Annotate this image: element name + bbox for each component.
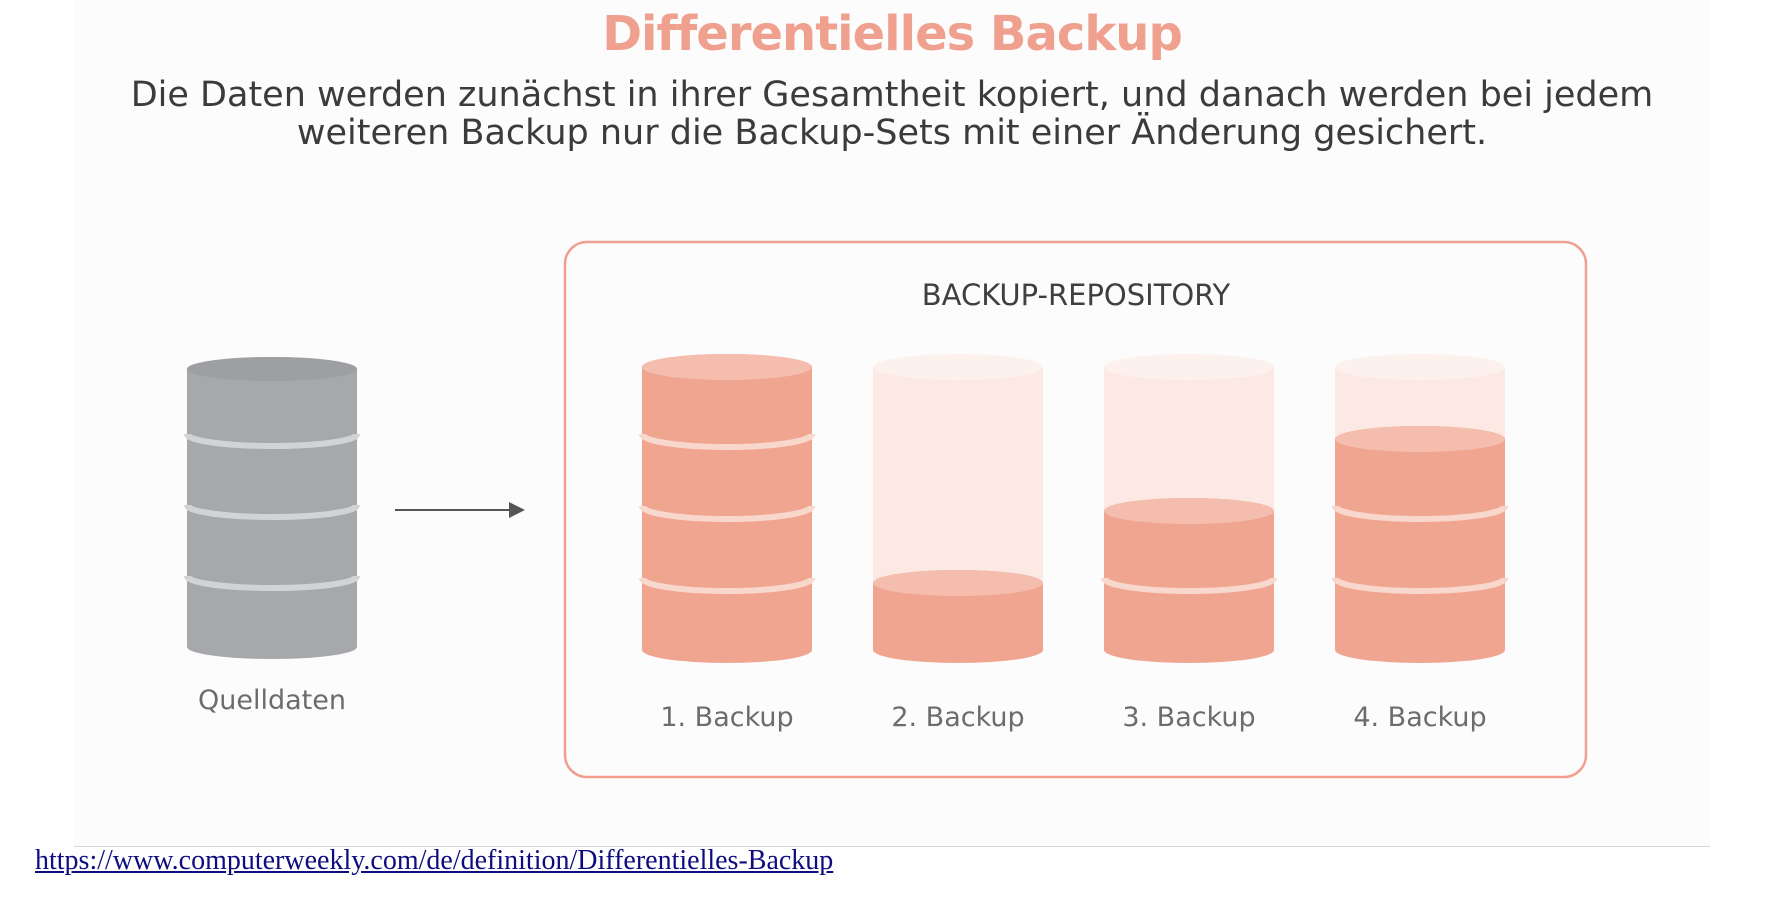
source-disk-3 bbox=[187, 511, 357, 588]
backup-4-separator-2 bbox=[1332, 577, 1508, 594]
backup-1-disk-1 bbox=[642, 583, 812, 663]
source-disk-separator-2 bbox=[184, 503, 360, 520]
backup-2-icon bbox=[873, 354, 1043, 663]
backup-3-empty-space bbox=[1104, 367, 1274, 511]
backup-1-icon bbox=[639, 354, 815, 663]
backup-1-separator-1 bbox=[639, 433, 815, 450]
divider bbox=[74, 846, 1710, 847]
backup-4-disk-1 bbox=[1335, 583, 1505, 663]
source-disk-separator-3 bbox=[184, 574, 360, 591]
backup-1-disk-4 bbox=[642, 367, 812, 447]
backup-1-separator-2 bbox=[639, 505, 815, 522]
backup-3-label: 3. Backup bbox=[1122, 702, 1255, 733]
backup-4-label: 4. Backup bbox=[1353, 702, 1486, 733]
source-disk-1 bbox=[187, 369, 357, 446]
page-subtitle: Die Daten werden zunächst in ihrer Gesam… bbox=[74, 76, 1710, 152]
source-label: Quelldaten bbox=[198, 685, 346, 716]
backup-1-cap bbox=[642, 354, 812, 380]
backup-1-disk-2 bbox=[642, 511, 812, 591]
backup-3-empty-cap bbox=[1104, 354, 1274, 380]
backup-1-disk-3 bbox=[642, 439, 812, 519]
backup-4-cap bbox=[1335, 426, 1505, 452]
source-disk-separator-1 bbox=[184, 432, 360, 449]
backup-2-empty-space bbox=[873, 367, 1043, 583]
backup-4-icon bbox=[1332, 354, 1508, 663]
repository-label: BACKUP-REPOSITORY bbox=[922, 278, 1231, 312]
backup-4-disk-2 bbox=[1335, 511, 1505, 591]
backup-3-disk-1 bbox=[1104, 583, 1274, 663]
source-disk-2 bbox=[187, 440, 357, 517]
backup-2-empty-cap bbox=[873, 354, 1043, 380]
source-disk-4 bbox=[187, 582, 357, 659]
backup-cylinders: 1. Backup 2. Backup 3. Backup 4. Backup bbox=[639, 354, 1508, 733]
backup-1-label: 1. Backup bbox=[660, 702, 793, 733]
backup-2-disk-1 bbox=[873, 583, 1043, 663]
backup-repository-box bbox=[563, 240, 1588, 779]
source-url-link[interactable]: https://www.computerweekly.com/de/defini… bbox=[35, 845, 834, 876]
backup-4-empty-space bbox=[1335, 367, 1505, 439]
source-disk-cap bbox=[187, 357, 357, 381]
backup-1-separator-3 bbox=[639, 577, 815, 594]
backup-2-label: 2. Backup bbox=[891, 702, 1024, 733]
backup-4-disk-3 bbox=[1335, 439, 1505, 519]
backup-4-separator-1 bbox=[1332, 505, 1508, 522]
backup-3-separator-1 bbox=[1101, 577, 1277, 594]
backup-3-cap bbox=[1104, 498, 1274, 524]
source-database-icon bbox=[184, 357, 360, 659]
subtitle-line-2: weiteren Backup nur die Backup-Sets mit … bbox=[296, 113, 1488, 153]
backup-3-icon bbox=[1101, 354, 1277, 663]
subtitle-line-1: Die Daten werden zunächst in ihrer Gesam… bbox=[130, 75, 1654, 115]
backup-2-cap bbox=[873, 570, 1043, 596]
page-title: Differentielles Backup bbox=[602, 6, 1183, 62]
backup-4-empty-cap bbox=[1335, 354, 1505, 380]
backup-3-disk-2 bbox=[1104, 511, 1274, 591]
